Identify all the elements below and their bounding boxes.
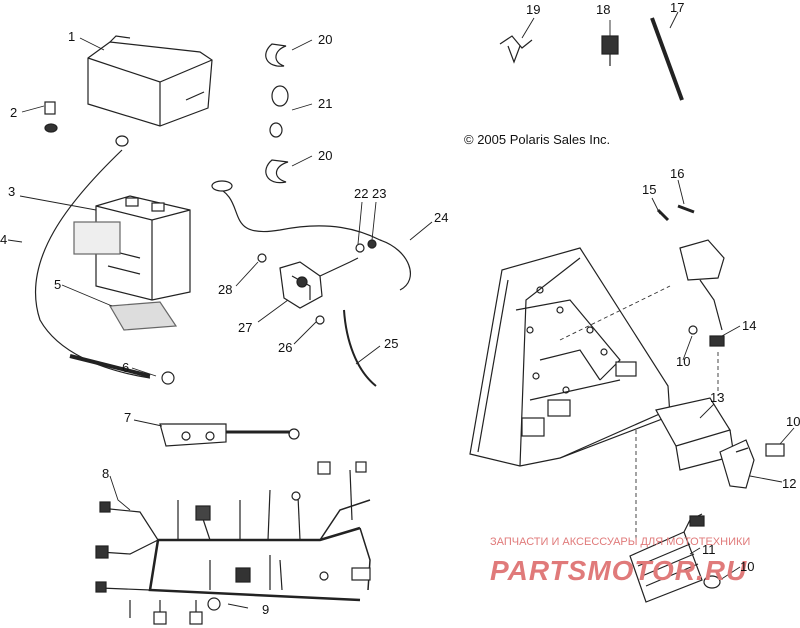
callout-2: 2 (10, 105, 17, 120)
bolt-10c (703, 575, 721, 589)
callout-11: 11 (702, 542, 716, 557)
relay-assembly (656, 204, 725, 347)
callout-9: 9 (262, 602, 269, 617)
bracket-12 (719, 439, 755, 489)
rod-17 (650, 17, 684, 101)
wire-terminal (211, 180, 233, 192)
watermark-logo: PARTSMOTOR.RU (490, 555, 747, 586)
clip-19 (499, 35, 533, 64)
callout-10c: 10 (740, 559, 754, 574)
nut-small (115, 135, 129, 147)
callout-1: 1 (68, 29, 75, 44)
voltage-regulator (629, 513, 705, 603)
callout-25: 25 (384, 336, 398, 351)
guide-lines (559, 285, 719, 540)
nut-22 (355, 243, 365, 253)
starter-solenoid (279, 257, 359, 309)
callout-20a: 20 (318, 32, 332, 47)
grommet-20a (265, 43, 287, 67)
grommet-20b (265, 159, 289, 184)
callout-17: 17 (670, 0, 684, 15)
chassis-panel (469, 247, 671, 467)
callout-20b: 20 (318, 148, 332, 163)
nut-26 (315, 315, 325, 325)
screw-28 (257, 253, 267, 263)
callout-24: 24 (434, 210, 448, 225)
callout-23: 23 (372, 186, 386, 201)
wire-24 (213, 185, 411, 291)
leader-lines (7, 11, 795, 609)
callout-26: 26 (278, 340, 292, 355)
control-module (655, 397, 735, 471)
callout-5: 5 (54, 277, 61, 292)
callout-14: 14 (742, 318, 756, 333)
bolt-10b (765, 443, 785, 457)
mount-bracket (159, 423, 300, 447)
callout-19: 19 (526, 2, 540, 17)
bushing-21 (271, 85, 289, 107)
callout-28: 28 (218, 282, 232, 297)
callout-22: 22 (354, 186, 368, 201)
bushing-small (269, 122, 283, 138)
nut-23 (367, 239, 377, 249)
callout-6: 6 (122, 360, 129, 375)
battery-label (73, 221, 121, 255)
clip-18 (601, 35, 619, 66)
callout-18: 18 (596, 2, 610, 17)
callout-10a: 10 (676, 354, 690, 369)
callout-7: 7 (124, 410, 131, 425)
copyright-text: © 2005 Polaris Sales Inc. (464, 132, 610, 147)
battery-pad (109, 301, 178, 331)
callout-16: 16 (670, 166, 684, 181)
screw-10a (688, 325, 698, 335)
callout-12: 12 (782, 476, 796, 491)
wire-25 (343, 309, 377, 387)
wire-harness (95, 461, 371, 625)
callout-3: 3 (8, 184, 15, 199)
battery-cover (87, 35, 213, 127)
screw-part-2 (44, 101, 58, 133)
cable-terminal-6 (69, 354, 175, 385)
callout-10b: 10 (786, 414, 800, 429)
callout-13: 13 (710, 390, 724, 405)
callout-15: 15 (642, 182, 656, 197)
callout-4: 4 (0, 232, 7, 247)
watermark-tagline: ЗАПЧАСТИ И АКСЕССУАРЫ ДЛЯ МОТОТЕХНИКИ (490, 536, 750, 548)
callout-27: 27 (238, 320, 252, 335)
callout-21: 21 (318, 96, 332, 111)
callout-8: 8 (102, 466, 109, 481)
